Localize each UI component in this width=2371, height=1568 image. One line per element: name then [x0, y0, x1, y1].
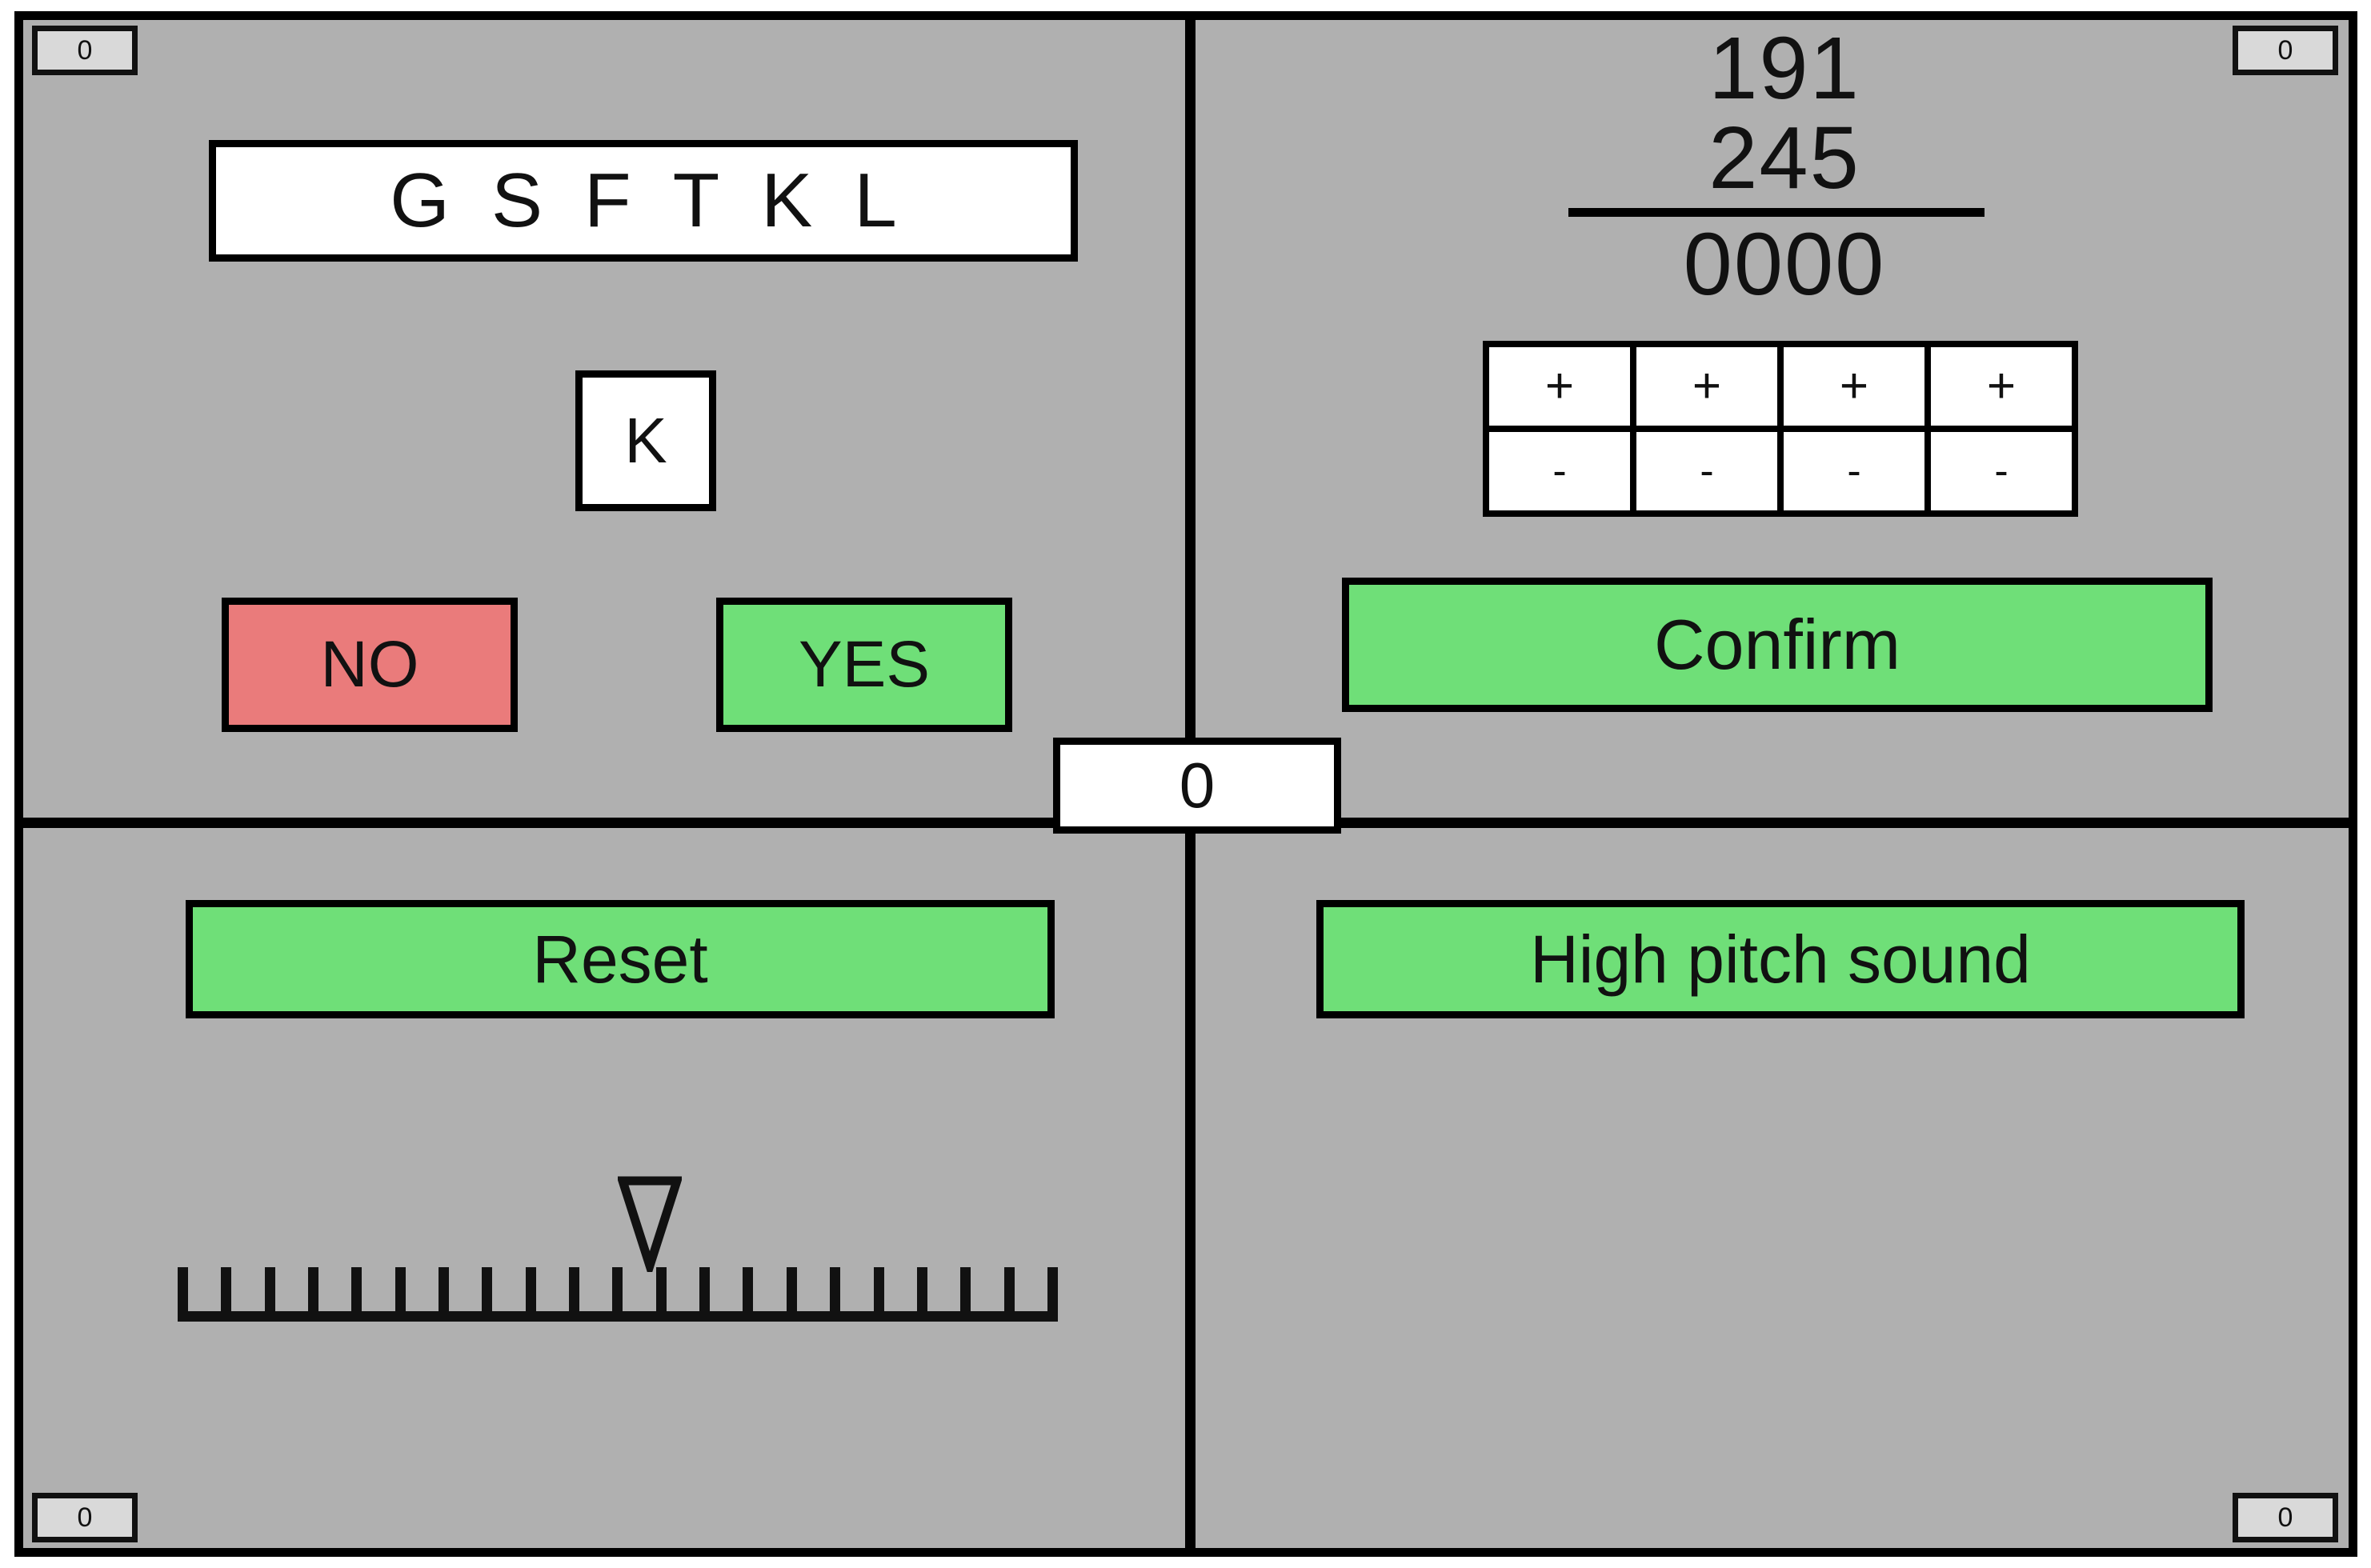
slider-tick	[916, 1267, 927, 1314]
slider-tick	[873, 1267, 884, 1314]
plus-button-digit-3[interactable]: +	[1784, 347, 1924, 426]
slider-tick	[1047, 1267, 1058, 1314]
slider-base-line	[178, 1311, 1058, 1322]
counter-top-right[interactable]: 0	[2233, 26, 2338, 75]
slider-tick	[1003, 1267, 1015, 1314]
slider-tick	[830, 1267, 841, 1314]
digit-adjust-keypad: + + + + - - - -	[1483, 341, 2078, 517]
equation-display: 191 245 0000	[1196, 19, 2357, 314]
keypad-plus-row: + + + +	[1489, 347, 2072, 426]
slider-tick	[394, 1267, 406, 1314]
slider-control[interactable]	[178, 1176, 1058, 1336]
answer-button-row: NO YES	[23, 598, 1185, 732]
letter-task-panel: G S F T K L K NO YES	[23, 20, 1185, 818]
counter-bottom-right[interactable]: 0	[2233, 1493, 2338, 1542]
minus-button-digit-1[interactable]: -	[1489, 432, 1630, 510]
confirm-button[interactable]: Confirm	[1342, 578, 2213, 712]
yes-button[interactable]: YES	[716, 598, 1012, 732]
slider-tick-marks	[178, 1254, 1058, 1314]
sequence-letter-4: T	[672, 158, 720, 243]
plus-button-digit-4[interactable]: +	[1931, 347, 2072, 426]
keypad-minus-row: - - - -	[1489, 432, 2072, 510]
slider-tick	[351, 1267, 362, 1314]
reset-button[interactable]: Reset	[186, 900, 1055, 1018]
high-pitch-sound-button[interactable]: High pitch sound	[1316, 900, 2245, 1018]
sequence-letter-1: G	[390, 158, 450, 243]
sequence-letter-2: S	[491, 158, 543, 243]
slider-tick	[221, 1267, 232, 1314]
operand-top: 191	[1708, 19, 1860, 118]
slider-tick	[482, 1267, 493, 1314]
slider-tick	[178, 1267, 188, 1314]
minus-button-digit-2[interactable]: -	[1636, 432, 1777, 510]
minus-button-digit-4[interactable]: -	[1931, 432, 2072, 510]
equation-result: 0000	[1683, 215, 1886, 314]
slider-tick	[525, 1267, 536, 1314]
sequence-letter-5: K	[761, 158, 813, 243]
counter-bottom-left[interactable]: 0	[32, 1493, 138, 1542]
slider-tick	[264, 1267, 275, 1314]
center-total-box: 0	[1053, 738, 1341, 834]
plus-button-digit-2[interactable]: +	[1636, 347, 1777, 426]
equation-rule-line	[1568, 208, 1985, 218]
plus-button-digit-1[interactable]: +	[1489, 347, 1630, 426]
current-letter-box: K	[575, 370, 716, 511]
slider-tick	[699, 1267, 711, 1314]
minus-button-digit-3[interactable]: -	[1784, 432, 1924, 510]
operand-bottom: 245	[1708, 109, 1860, 208]
sequence-letter-6: L	[854, 158, 897, 243]
center-total-value: 0	[1179, 750, 1216, 821]
slider-tick	[308, 1267, 319, 1314]
letter-sequence-display: G S F T K L	[209, 140, 1078, 262]
slider-tick	[786, 1267, 797, 1314]
current-letter-value: K	[624, 405, 667, 476]
slider-tick	[960, 1267, 971, 1314]
slider-tick	[655, 1267, 667, 1314]
no-button[interactable]: NO	[222, 598, 518, 732]
slider-tick	[743, 1267, 754, 1314]
counter-top-left[interactable]: 0	[32, 26, 138, 75]
slider-tick	[612, 1267, 623, 1314]
sequence-letter-3: F	[584, 158, 631, 243]
slider-tick	[439, 1267, 450, 1314]
slider-tick	[569, 1267, 580, 1314]
